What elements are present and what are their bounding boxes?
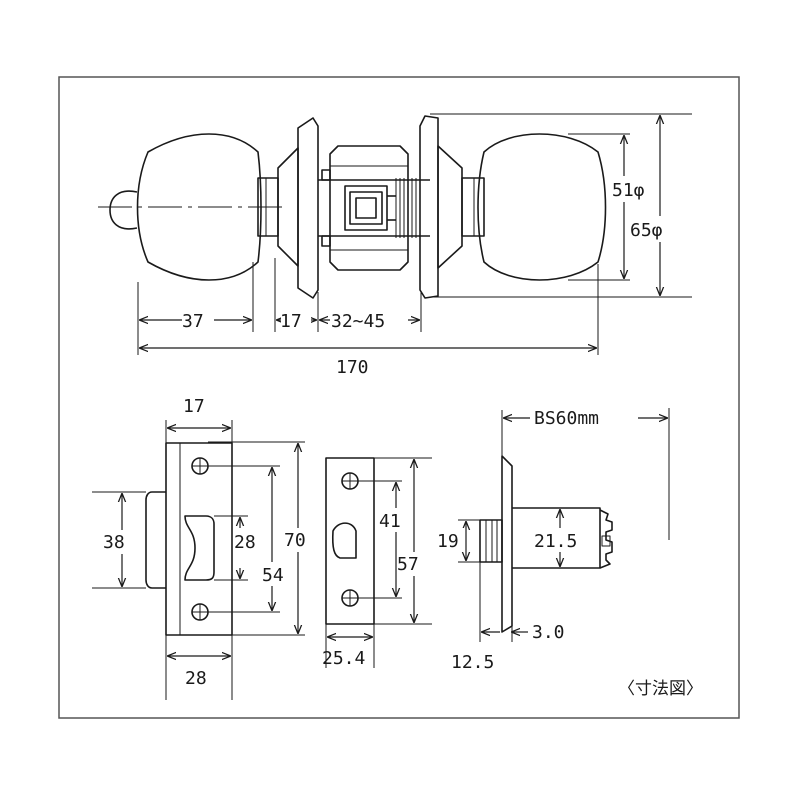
latch-tail-icon (599, 509, 613, 569)
dim-strike-width-bottom: 28 (185, 668, 207, 689)
faceplate-dimension-arrows (328, 460, 414, 637)
dim-strike-opening: 28 (234, 532, 256, 553)
latch-housing-icon (329, 145, 409, 271)
right-plate-icon (419, 115, 439, 299)
strike-dimension-arrows (122, 428, 298, 656)
screw-hole-icon (191, 457, 209, 475)
dim-strike-lip: 38 (103, 532, 125, 553)
dim-latch-height: 19 (437, 531, 459, 552)
dim-total-length: 170 (336, 357, 369, 378)
latch-opening-icon (184, 515, 215, 581)
right-knob-icon (477, 133, 607, 281)
dim-strike-height: 70 (284, 530, 306, 551)
dim-faceplate-width: 25.4 (322, 648, 365, 669)
latch-faceplate-view (325, 457, 432, 668)
dim-knob-outer-dia: 65φ (630, 220, 663, 241)
latch-side-view (458, 408, 670, 642)
right-knob-neck (461, 177, 485, 237)
dim-backset: BS60mm (534, 408, 599, 429)
strike-lip-icon (145, 491, 166, 589)
dim-latch-projection: 12.5 (451, 652, 494, 673)
strike-plate-icon (165, 442, 233, 636)
knob-lockset-side-view (98, 113, 692, 355)
dim-faceplate-height: 57 (397, 554, 419, 575)
dim-hole-span: 41 (379, 511, 401, 532)
latch-bolt-icon (331, 522, 357, 559)
left-knob-icon (136, 133, 262, 281)
drawing-border (58, 76, 740, 719)
dim-strike-width-top: 17 (183, 396, 205, 417)
dim-knob-inner-dia: 51φ (612, 180, 645, 201)
spring-threads (395, 178, 417, 238)
dim-strike-inner: 54 (262, 565, 284, 586)
latch-dimension-arrows (466, 418, 667, 632)
latch-block-icon (344, 185, 388, 231)
dim-case-height: 21.5 (534, 531, 577, 552)
dim-door-thickness: 32~45 (331, 311, 385, 332)
right-rose-icon (437, 145, 463, 269)
strike-plate-view (92, 420, 305, 700)
dim-rose-width: 17 (280, 311, 302, 332)
turn-button-icon (109, 190, 138, 230)
screw-hole-icon (341, 472, 359, 490)
left-plate-icon (297, 117, 319, 299)
latch-plate-icon (501, 455, 513, 633)
dim-knob-length: 37 (182, 311, 204, 332)
figure-caption: 〈寸法図〉 (618, 679, 703, 699)
screw-hole-icon (341, 589, 359, 607)
dim-plate-thickness: 3.0 (532, 622, 565, 643)
screw-hole-icon (191, 603, 209, 621)
latch-head-icon (479, 519, 503, 563)
faceplate-icon (325, 457, 375, 625)
